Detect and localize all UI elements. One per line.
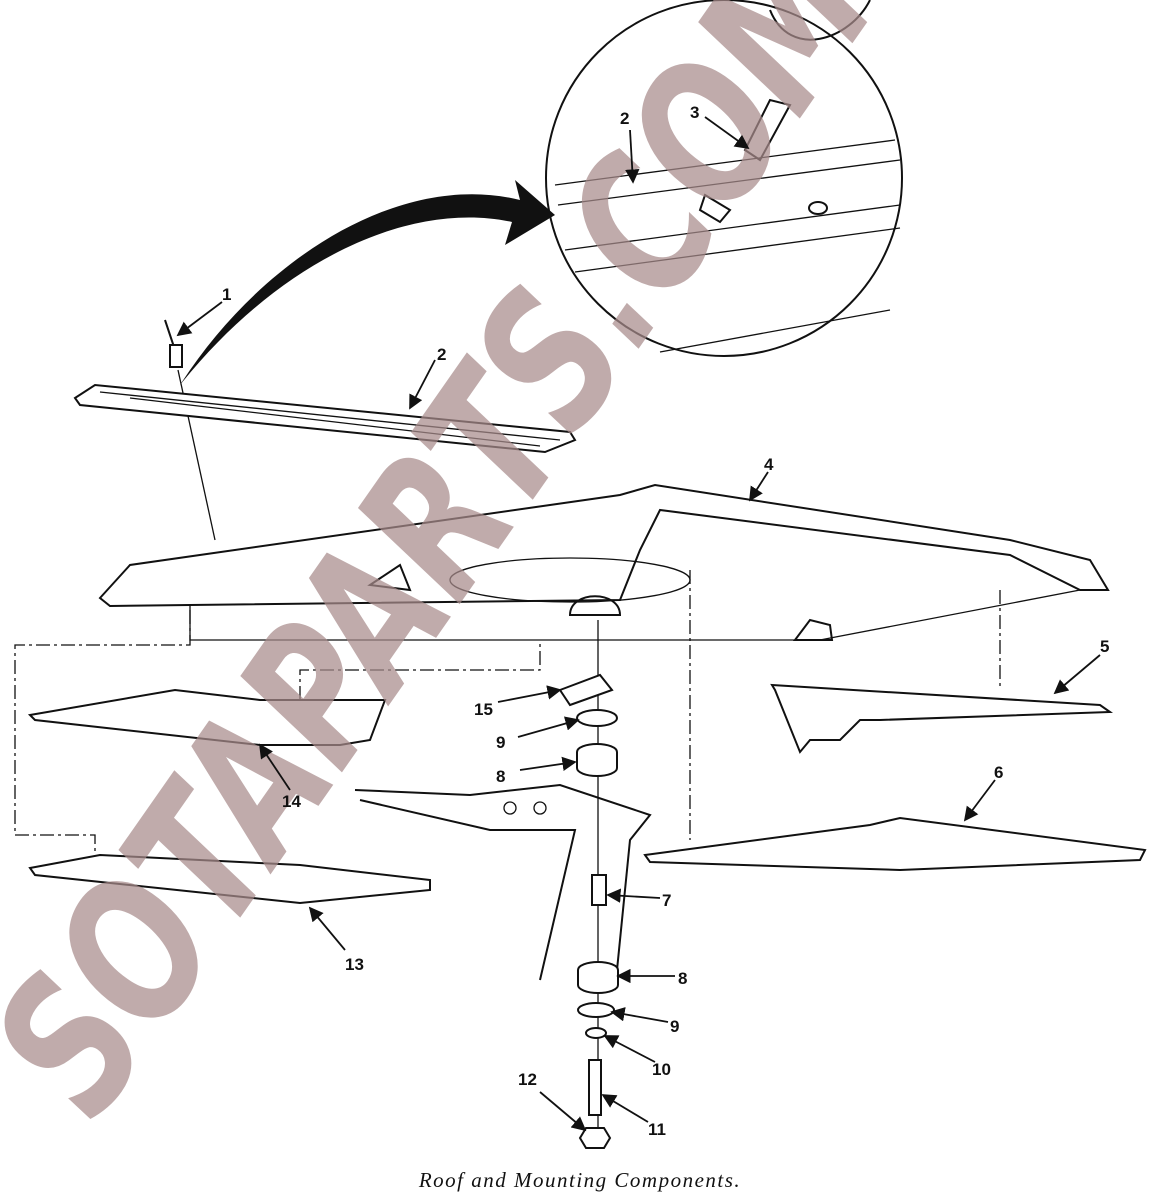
callout-9-upper: 9 [496,733,505,752]
callout-12: 12 [518,1070,537,1089]
part-13-panel [28,853,431,905]
detail-inset [545,0,903,357]
callout-13: 13 [345,955,364,974]
part-5-panel [770,683,1114,754]
callout-6: 6 [994,763,1003,782]
callout-10: 10 [652,1060,671,1079]
callout-1: 1 [222,285,231,304]
figure-caption: Roof and Mounting Components. [418,1168,742,1192]
callout-3: 3 [690,103,699,122]
callout-11: 11 [648,1120,666,1139]
frame-bracket [354,783,652,991]
callout-9-lower: 9 [670,1017,679,1036]
callout-14: 14 [282,792,301,811]
callout-4: 4 [764,455,774,474]
callout-5: 5 [1100,637,1109,656]
mount-stack [558,620,619,1149]
part-6-panel [643,816,1147,872]
detail-arrow [180,180,555,385]
callout-labels: 1 2 2 3 4 5 6 7 8 8 9 9 10 11 12 13 14 1… [222,103,1109,1139]
callout-8-upper: 8 [496,767,505,786]
callout-2: 2 [437,345,446,364]
callout-8-lower: 8 [678,969,687,988]
callout-2-detail: 2 [620,109,629,128]
part-14-panel [27,688,387,746]
callout-leaders [176,116,1101,1132]
callout-7: 7 [662,891,671,910]
callout-15: 15 [474,700,493,719]
